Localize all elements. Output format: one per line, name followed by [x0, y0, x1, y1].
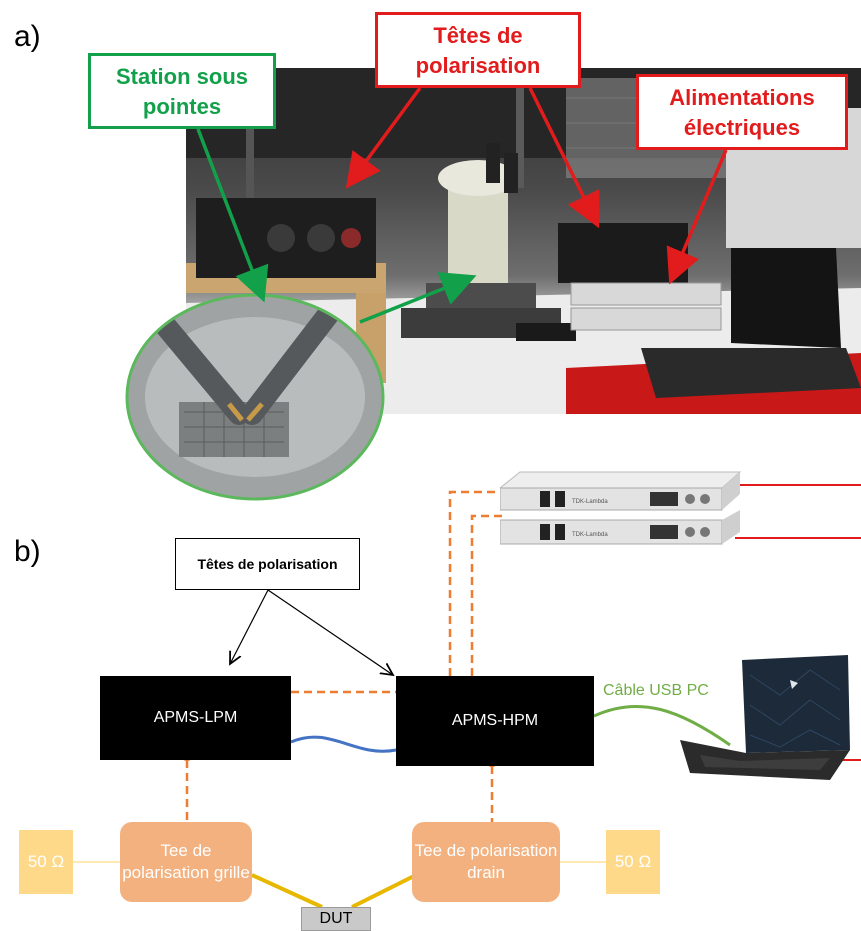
coax-drain — [351, 873, 417, 909]
link-hpm-psu-1 — [448, 490, 505, 676]
panel-a-label: a) — [14, 20, 41, 53]
coax-gate — [251, 873, 323, 909]
psu-unit-2 — [500, 510, 740, 545]
module-apms-lpm: APMS-LPM — [100, 676, 291, 760]
callout-alimentations-electriques: Alimentations électriques — [636, 74, 848, 150]
power-supplies: TDK-Lambda TDK-Lambda — [500, 471, 742, 545]
psu-unit-1 — [500, 471, 742, 511]
rf-cable — [290, 735, 397, 753]
psu-brand-2: TDK-Lambda — [572, 532, 608, 538]
callout-station-sous-pointes: Station sous pointes — [88, 53, 276, 129]
callout-tetes-de-polarisation: Têtes de polarisation — [375, 12, 581, 88]
usb-cable — [593, 704, 731, 747]
tee-polarisation-grille: Tee de polarisation grille — [120, 822, 252, 902]
panel-b-label: b) — [14, 535, 41, 568]
bias-heads-box: Têtes de polarisation — [175, 538, 360, 590]
load-50-ohm-left: 50 Ω — [19, 830, 73, 894]
link-hpm-psu-2 — [470, 514, 505, 676]
psu-brand-1: TDK-Lambda — [572, 499, 608, 505]
load-50-ohm-right: 50 Ω — [606, 830, 660, 894]
arrow-to-hpm — [267, 589, 393, 675]
tee-polarisation-drain: Tee de polarisation drain — [412, 822, 560, 902]
usb-cable-label: Câble USB PC — [603, 682, 709, 699]
dut-box: DUT — [301, 907, 371, 931]
laptop — [680, 655, 850, 780]
module-apms-hpm: APMS-HPM — [396, 676, 594, 766]
arrow-to-lpm — [230, 589, 269, 664]
